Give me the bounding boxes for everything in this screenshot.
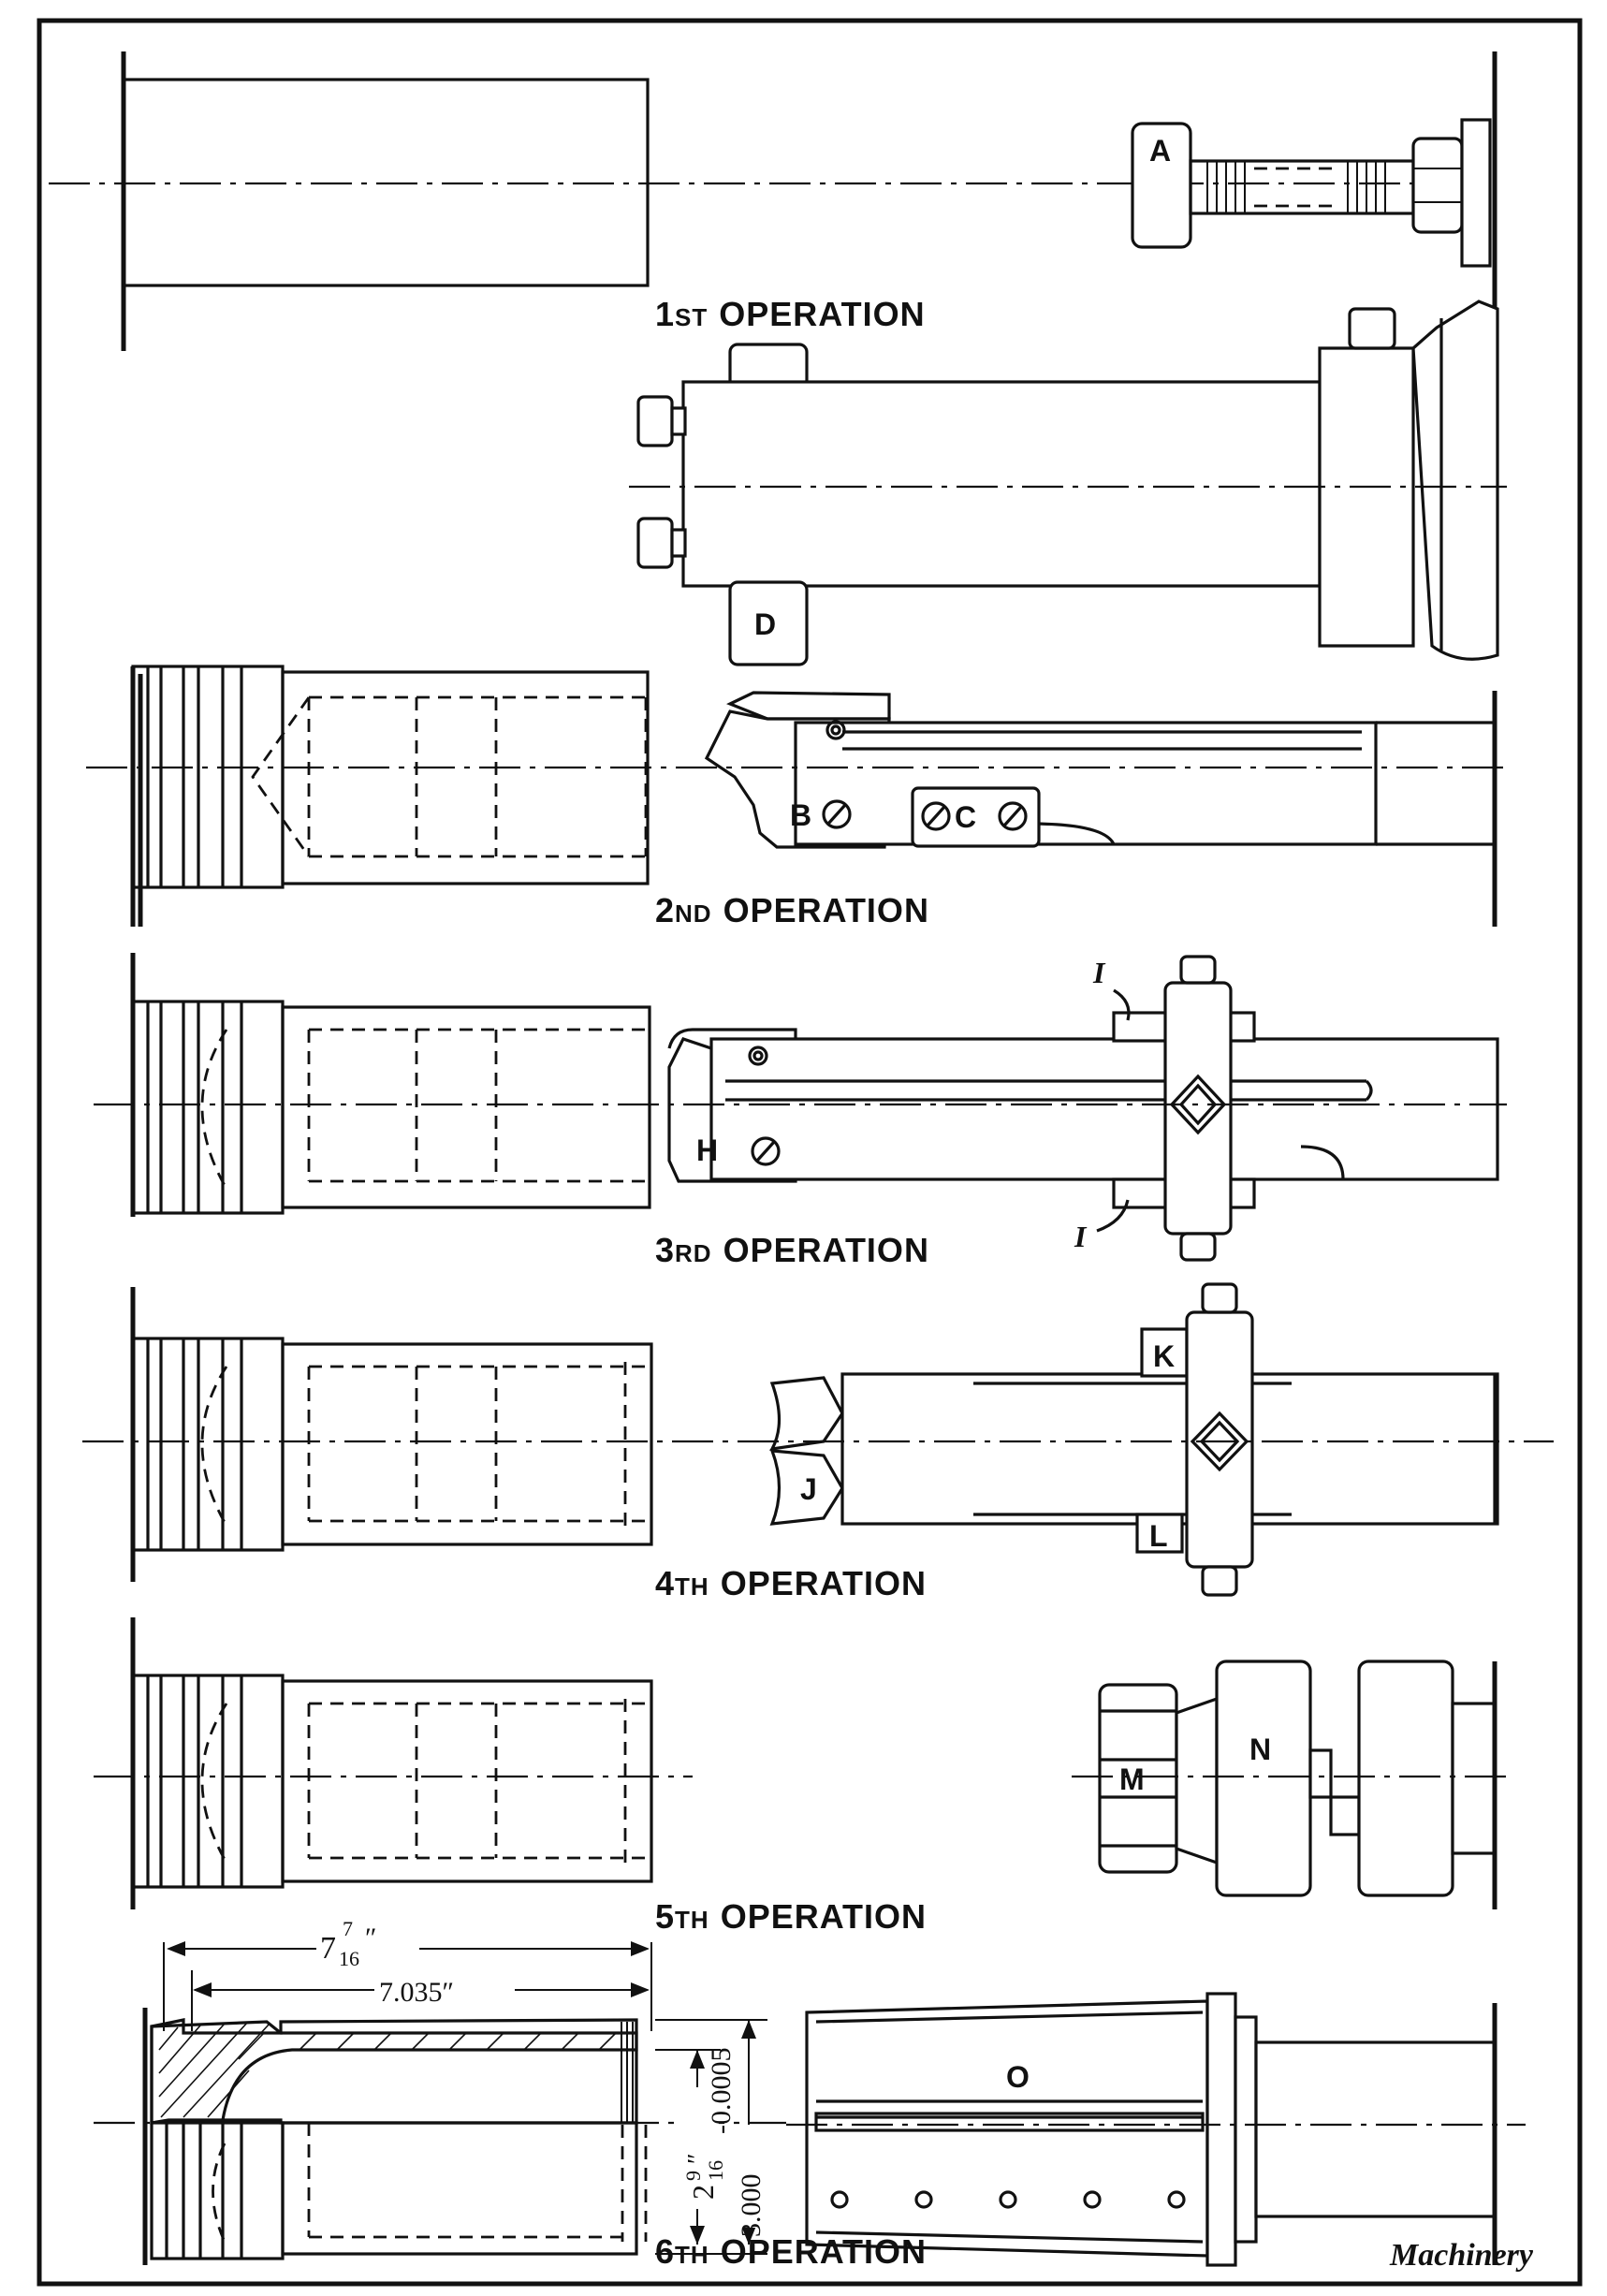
letter-j: J	[800, 1472, 817, 1506]
operation-2: B C	[86, 665, 1507, 927]
operation-3: H I I	[94, 953, 1507, 1262]
tool-holder-d: D	[629, 300, 1507, 666]
operation-5: M N	[94, 1617, 1507, 1909]
letter-l: L	[1149, 1519, 1168, 1553]
dim-inner: 7.035″	[379, 1977, 454, 2008]
credit-machinery: Machinery	[1389, 2238, 1534, 2273]
operation-1: A	[49, 51, 1497, 351]
letter-b: B	[790, 798, 811, 832]
dim-tolerance: -0.0005	[706, 2048, 737, 2135]
dim-diameter: 2 9 16 ″	[676, 2153, 729, 2200]
dim-bore: 3.000	[736, 2174, 767, 2238]
letter-o: O	[1006, 2060, 1030, 2094]
letter-h: H	[696, 1133, 718, 1167]
letter-n: N	[1249, 1733, 1271, 1766]
operation-4: J K L	[82, 1282, 1554, 1597]
letter-i-top: I	[1092, 956, 1106, 989]
letter-a: A	[1149, 134, 1171, 168]
dim-overall: 7 7 16 ″	[320, 1911, 377, 1972]
section-hatching	[158, 2021, 617, 2118]
letter-d: D	[754, 607, 776, 641]
letter-m: M	[1119, 1762, 1145, 1796]
operation-6: 7 7 16 ″ 7.035″	[94, 1911, 1526, 2267]
plate-border	[37, 18, 1583, 2287]
letter-i-bottom: I	[1074, 1220, 1088, 1253]
letter-k: K	[1153, 1339, 1175, 1373]
lock-nut	[1411, 137, 1464, 234]
letter-c: C	[955, 800, 976, 834]
